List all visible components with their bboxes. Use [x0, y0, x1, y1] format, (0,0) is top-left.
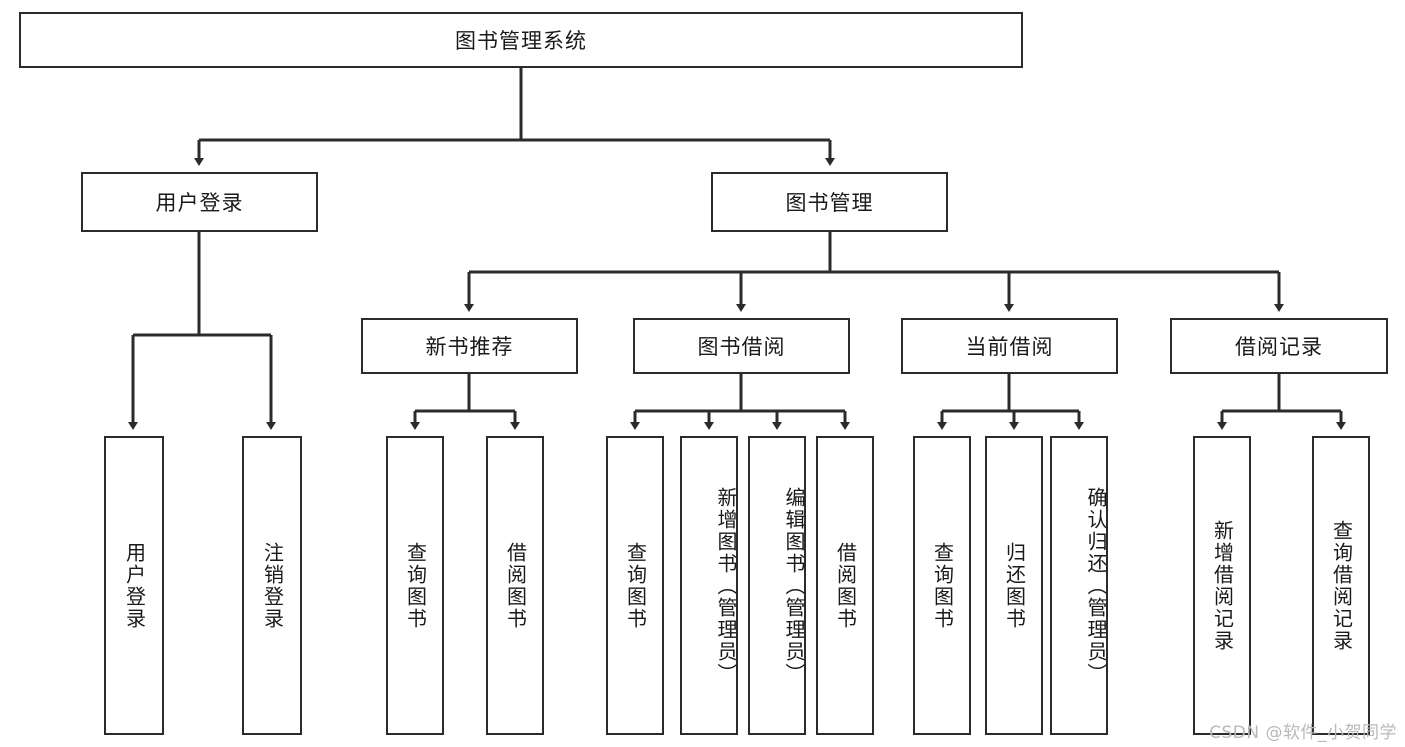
node-label: 注销登录	[260, 541, 285, 630]
node-label: 查询图书	[930, 541, 955, 630]
node-label: 用户登录	[122, 541, 147, 630]
node-label: 查询图书	[623, 541, 648, 630]
leaf-borrow-edit-book[interactable]: 编辑图书（管理员）	[748, 436, 806, 735]
leaf-borrow-lend-book[interactable]: 借阅图书	[816, 436, 874, 735]
leaf-user-logout[interactable]: 注销登录	[242, 436, 302, 735]
leaf-rec-query-book[interactable]: 查询图书	[386, 436, 444, 735]
leaf-user-login[interactable]: 用户登录	[104, 436, 164, 735]
leaf-cur-return-book[interactable]: 归还图书	[985, 436, 1043, 735]
node-label: 当前借阅	[965, 335, 1054, 359]
node-user-login[interactable]: 用户登录	[81, 172, 318, 232]
node-label: 新书推荐	[425, 335, 514, 359]
csdn-watermark: CSDN @软件_小贺同学	[1209, 723, 1397, 743]
node-book-manage[interactable]: 图书管理	[711, 172, 948, 232]
node-label: 借阅图书	[503, 541, 528, 630]
leaf-rec-query-record[interactable]: 查询借阅记录	[1312, 436, 1370, 735]
node-label: 查询借阅记录	[1329, 519, 1354, 652]
leaf-cur-query-book[interactable]: 查询图书	[913, 436, 971, 735]
node-label: 图书管理	[785, 191, 874, 215]
node-label: 编辑图书（管理员）	[782, 486, 806, 685]
node-label: 新增图书（管理员）	[714, 486, 738, 685]
node-root[interactable]: 图书管理系统	[19, 12, 1023, 68]
node-label: 图书借阅	[697, 335, 786, 359]
node-label: 新增借阅记录	[1210, 519, 1235, 652]
leaf-cur-confirm-return[interactable]: 确认归还（管理员）	[1050, 436, 1108, 735]
node-label: 借阅记录	[1235, 335, 1323, 359]
node-label: 用户登录	[155, 191, 244, 215]
node-label: 归还图书	[1002, 541, 1027, 630]
node-label: 查询图书	[403, 541, 428, 630]
node-borrow-record[interactable]: 借阅记录	[1170, 318, 1388, 374]
leaf-rec-add-record[interactable]: 新增借阅记录	[1193, 436, 1251, 735]
leaf-rec-borrow-book[interactable]: 借阅图书	[486, 436, 544, 735]
node-label: 图书管理系统	[455, 29, 587, 53]
leaf-borrow-add-book[interactable]: 新增图书（管理员）	[680, 436, 738, 735]
node-current-borrow[interactable]: 当前借阅	[901, 318, 1118, 374]
node-label: 借阅图书	[833, 541, 858, 630]
node-new-book-rec[interactable]: 新书推荐	[361, 318, 578, 374]
node-book-borrow[interactable]: 图书借阅	[633, 318, 850, 374]
node-label: 确认归还（管理员）	[1084, 486, 1108, 685]
leaf-borrow-query-book[interactable]: 查询图书	[606, 436, 664, 735]
